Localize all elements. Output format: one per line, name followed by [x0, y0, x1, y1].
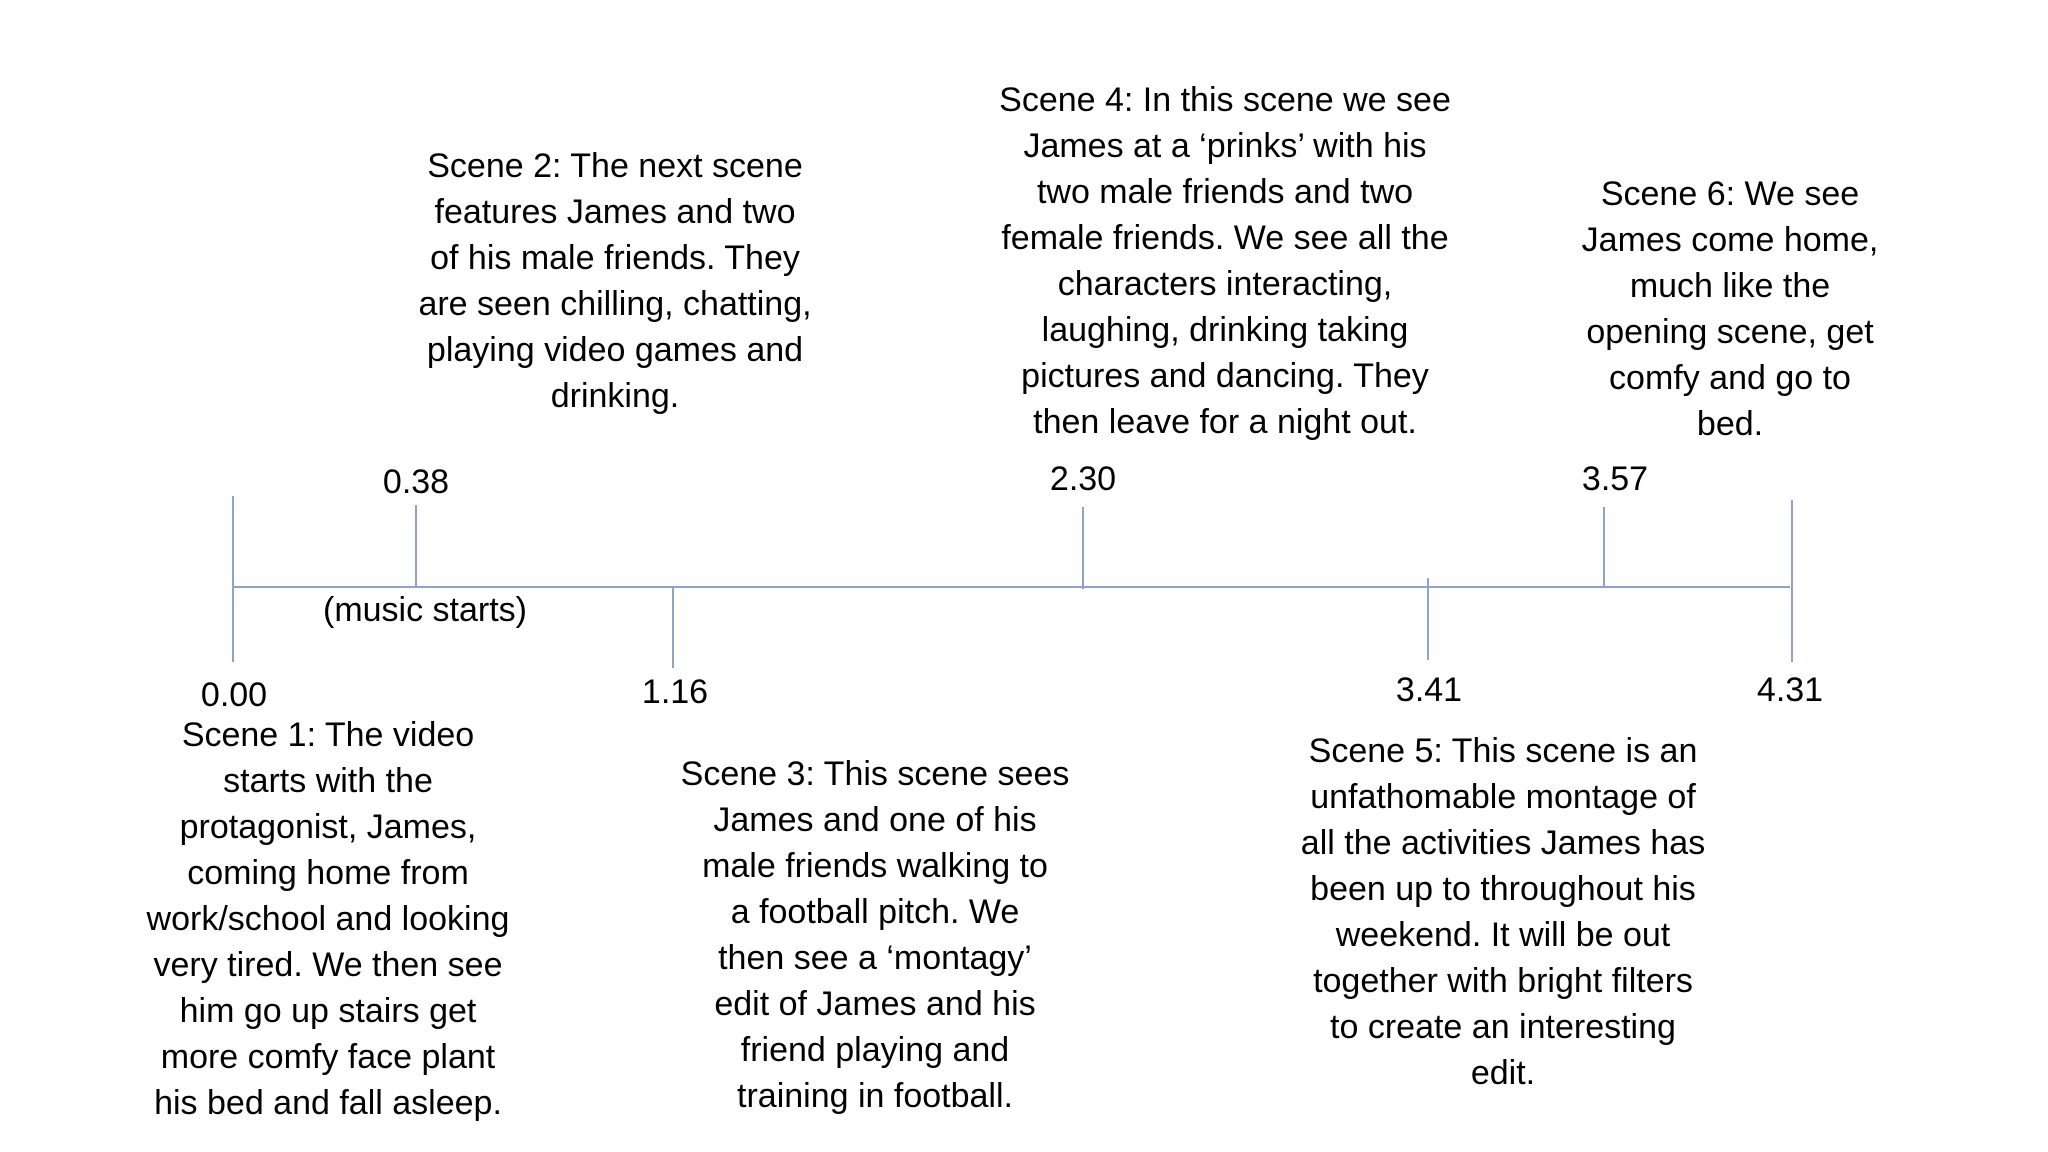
- scene-2-description: Scene 2: The next scene features James a…: [418, 147, 812, 415]
- tick-label-3-57: 3.57: [1581, 460, 1649, 498]
- tick-label-0-38: 0.38: [382, 463, 450, 501]
- scene-5-description: Scene 5: This scene is an unfathomable m…: [1300, 732, 1706, 1092]
- tick-label-3-41: 3.41: [1395, 671, 1463, 709]
- scene-4-description: Scene 4: In this scene we see James at a…: [999, 81, 1451, 441]
- music-starts-annotation: (music starts): [323, 591, 527, 629]
- tick-label-4-31: 4.31: [1756, 671, 1824, 709]
- tick-label-0-00: 0.00: [200, 676, 268, 714]
- scene-1-description: Scene 1: The video starts with the prota…: [146, 716, 510, 1122]
- tick-label-1-16: 1.16: [641, 673, 709, 711]
- scene-6-description: Scene 6: We see James come home, much li…: [1581, 175, 1879, 443]
- tick-label-2-30: 2.30: [1049, 460, 1117, 498]
- scene-3-description: Scene 3: This scene sees James and one o…: [680, 755, 1070, 1115]
